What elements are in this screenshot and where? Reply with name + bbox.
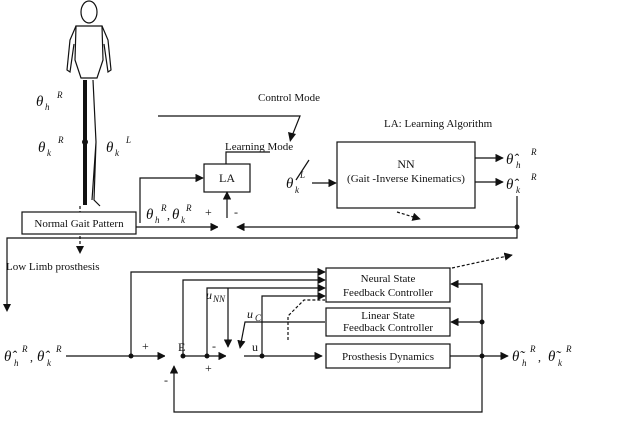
control-summing-junction: [226, 347, 244, 365]
svg-text:k: k: [181, 215, 186, 225]
svg-text:Prosthesis Dynamics: Prosthesis Dynamics: [342, 351, 434, 363]
svg-text:+: +: [142, 339, 149, 353]
svg-text:R: R: [185, 203, 192, 213]
svg-text:h: h: [14, 358, 19, 368]
svg-text:L: L: [299, 170, 305, 180]
nn-output-theta-hip: θ̂ h R: [506, 147, 537, 170]
svg-text:R: R: [57, 135, 64, 145]
svg-text:θ: θ: [38, 140, 46, 156]
svg-text:R: R: [56, 90, 63, 100]
figure-theta-hip-right: θ h R: [36, 90, 63, 112]
svg-text:C: C: [255, 313, 262, 323]
svg-text:θ: θ: [106, 140, 114, 156]
learning-mode-label: Learning Mode: [225, 141, 293, 153]
svg-text:R: R: [565, 344, 572, 354]
svg-text:k: k: [295, 185, 300, 195]
svg-text:E: E: [178, 340, 185, 354]
prosthesis-label: Low Limb prosthesis: [6, 261, 100, 273]
linear-state-feedback-controller: Linear State Feedback Controller: [326, 308, 450, 336]
svg-text:L: L: [125, 135, 131, 145]
svg-text:R: R: [21, 344, 28, 354]
svg-text:+: +: [205, 361, 212, 375]
nn-block: NN (Gait -Inverse Kinematics): [337, 142, 475, 208]
u-c-label: u C: [247, 307, 262, 323]
svg-text:θ: θ: [172, 207, 180, 223]
svg-text:h: h: [516, 160, 521, 170]
nn-output-theta-knee: θ̂ k R: [506, 172, 537, 195]
svg-text:u: u: [247, 307, 253, 321]
svg-text:θ: θ: [36, 94, 44, 110]
svg-text:u: u: [252, 340, 258, 354]
figure-theta-knee-right: θ k R: [38, 135, 64, 158]
svg-text:R: R: [55, 344, 62, 354]
figure-theta-knee-left: θ k L: [106, 135, 131, 158]
svg-text:k: k: [47, 148, 52, 158]
svg-text:,: ,: [30, 350, 33, 364]
la-legend: LA: Learning Algorithm: [384, 118, 493, 130]
svg-text:k: k: [558, 358, 563, 368]
svg-text:k: k: [47, 358, 52, 368]
svg-text:Neural State: Neural State: [361, 273, 416, 285]
top-summing-junction: [218, 218, 236, 236]
control-mode-label: Control Mode: [258, 92, 320, 104]
svg-text:k: k: [516, 185, 521, 195]
svg-text:h: h: [45, 102, 50, 112]
la-block: LA: [204, 164, 250, 192]
normal-gait-pattern-block: Normal Gait Pattern: [22, 212, 136, 234]
svg-text:R: R: [530, 172, 537, 182]
prosthesis-dynamics-block: Prosthesis Dynamics: [326, 344, 450, 368]
svg-text:Feedback Controller: Feedback Controller: [343, 322, 433, 334]
input-theta-hat-label: θ̂ h R , θ̂ k R: [4, 344, 62, 368]
svg-text:h: h: [522, 358, 527, 368]
svg-text:R: R: [530, 147, 537, 157]
svg-text:-: -: [164, 373, 168, 387]
svg-text:θ: θ: [146, 207, 154, 223]
gait-theta-label: θ h R , θ k R: [146, 203, 192, 225]
svg-text:,: ,: [167, 208, 170, 222]
u-nn-label: u NN: [206, 288, 226, 304]
theta-knee-left-input: θ k L: [286, 170, 305, 195]
svg-text:h: h: [155, 215, 160, 225]
svg-text:R: R: [529, 344, 536, 354]
svg-text:k: k: [115, 148, 120, 158]
neural-state-feedback-controller: Neural State Feedback Controller: [326, 268, 450, 302]
control-mode-arrow: [158, 116, 300, 136]
svg-text:-: -: [234, 205, 238, 219]
svg-text:LA: LA: [219, 171, 235, 185]
svg-text:u: u: [206, 288, 212, 302]
svg-text:R: R: [160, 203, 167, 213]
svg-text:θ: θ: [286, 176, 294, 192]
svg-text:(Gait -Inverse Kinematics): (Gait -Inverse Kinematics): [347, 173, 465, 185]
svg-text:,: ,: [538, 350, 541, 364]
svg-text:-: -: [212, 339, 216, 353]
svg-text:Feedback Controller: Feedback Controller: [343, 287, 433, 299]
svg-text:NN: NN: [212, 294, 226, 304]
output-theta-tilde-label: θ̃ h R , θ̃ k R: [512, 344, 572, 368]
svg-text:NN: NN: [397, 157, 415, 171]
svg-text:Linear State: Linear State: [361, 310, 415, 322]
svg-text:Normal Gait Pattern: Normal Gait Pattern: [34, 218, 124, 230]
svg-text:+: +: [205, 205, 212, 219]
